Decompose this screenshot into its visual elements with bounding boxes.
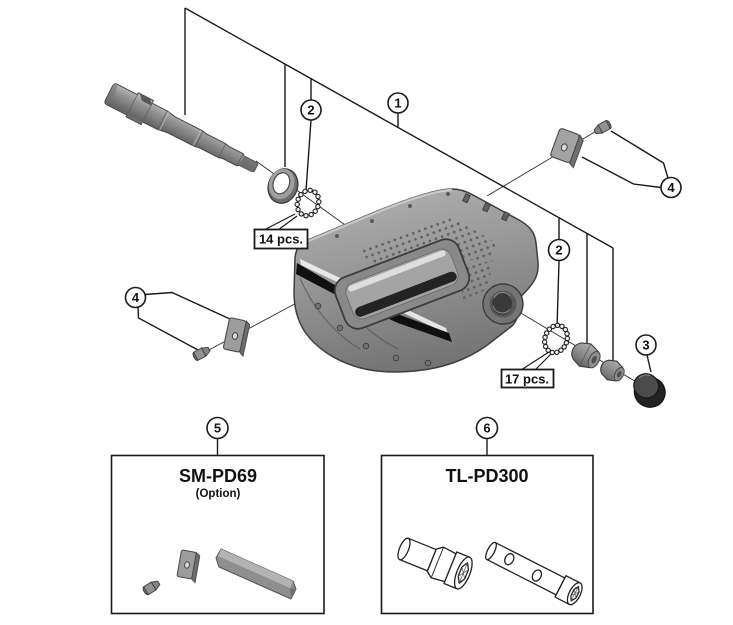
ball-retainer-right bbox=[541, 322, 571, 356]
cone-nut bbox=[571, 342, 601, 369]
leader-arms-callout-4-right bbox=[581, 130, 669, 189]
axle-ridge-highlights bbox=[159, 111, 202, 146]
boss-thread-arcs bbox=[492, 292, 511, 314]
svg-text:2: 2 bbox=[555, 243, 562, 258]
callout-4-reflector-right: 4 bbox=[660, 176, 682, 199]
pedal-edge-notches bbox=[461, 192, 510, 222]
callout-5-option-kit: 5 bbox=[206, 416, 229, 440]
balls-fill bbox=[295, 188, 321, 218]
leader-main-diagonal bbox=[184, 7, 614, 249]
axle-step-lines bbox=[125, 92, 244, 166]
svg-text:4: 4 bbox=[667, 180, 675, 195]
plate-hole bbox=[560, 143, 568, 152]
axle-thread-tip bbox=[240, 156, 258, 172]
cap-highlight bbox=[638, 374, 651, 379]
svg-text:1: 1 bbox=[394, 96, 401, 111]
qty-box-right bbox=[500, 368, 555, 389]
qty-text-left: 14 pcs. bbox=[259, 232, 303, 247]
svg-text:6: 6 bbox=[483, 421, 490, 436]
option-kit-subtitle: (Option) bbox=[196, 488, 241, 500]
tube-wrench-tool bbox=[485, 541, 583, 606]
reflector-mount-right bbox=[550, 119, 613, 169]
callout-4-reflector-left: 4 bbox=[124, 286, 147, 309]
callout-leader-lines bbox=[137, 7, 669, 455]
callout-1-axle-assembly: 1 bbox=[387, 92, 409, 114]
kit-reflector-plate bbox=[176, 549, 201, 584]
pedal-body bbox=[293, 188, 539, 373]
qty-box-left bbox=[253, 228, 309, 250]
svg-text:3: 3 bbox=[642, 338, 649, 353]
axle-boss bbox=[482, 283, 524, 325]
callout-2-retainer-left: 2 bbox=[300, 99, 322, 121]
callout-3-end-cap: 3 bbox=[635, 334, 657, 356]
ball-retainer-left bbox=[294, 187, 322, 219]
pedal-grip-dots-patch bbox=[462, 260, 494, 300]
reflector-mount-left bbox=[191, 317, 251, 362]
tommy-bar-hole-1 bbox=[504, 553, 515, 566]
boss-threaded-hole bbox=[492, 293, 512, 315]
qty-label-right-group: 17 pcs. bbox=[500, 351, 555, 389]
leader-stem-callout-3 bbox=[646, 354, 652, 373]
window-shadow-slit bbox=[355, 271, 457, 317]
reflector-plate-right bbox=[550, 128, 584, 169]
tool-kit-title: TL-PD300 bbox=[445, 466, 528, 486]
qty-pointer-left bbox=[263, 213, 298, 231]
option-kit-title: SM-PD69 bbox=[179, 466, 257, 486]
svg-text:4: 4 bbox=[132, 290, 140, 305]
axle-end-face bbox=[105, 84, 118, 105]
cone-nut-facet bbox=[579, 343, 592, 367]
axle-silhouette bbox=[104, 83, 259, 173]
cone-nut-hole bbox=[591, 355, 597, 364]
ring-hole bbox=[272, 172, 291, 195]
cap-face bbox=[633, 373, 660, 399]
qty-pointer-right bbox=[520, 351, 552, 371]
option-kit-box: SM-PD69 (Option) bbox=[110, 454, 325, 615]
qty-text-right: 17 pcs. bbox=[505, 372, 549, 387]
pedal-cage-studs bbox=[314, 302, 432, 367]
callout-balloons: 1 2 2 3 4 4 5 6 bbox=[124, 92, 682, 440]
leader-arms-callout-4-left bbox=[137, 291, 231, 351]
callout-2-retainer-right: 2 bbox=[547, 238, 571, 262]
lock-nut-hole bbox=[616, 371, 622, 378]
pedal-grip-dots-band bbox=[358, 216, 500, 268]
balls-fill bbox=[543, 323, 569, 355]
pedal-top-pin-holes bbox=[335, 192, 450, 238]
leader-vertical-retainer-right bbox=[556, 218, 560, 329]
window-highlight bbox=[348, 250, 446, 292]
option-kit-reflector-unit bbox=[141, 548, 297, 600]
pedal-axle bbox=[104, 83, 259, 173]
axle-wrench-flat bbox=[139, 94, 152, 106]
tommy-bar-hole-2 bbox=[531, 569, 543, 582]
end-cap bbox=[633, 373, 666, 408]
socket-adapter-tool bbox=[397, 537, 473, 590]
tool-kit-box: TL-PD300 bbox=[380, 454, 594, 615]
pedal-rim-highlight bbox=[307, 188, 453, 243]
svg-text:5: 5 bbox=[214, 421, 221, 436]
plate-hole bbox=[231, 332, 239, 340]
svg-text:2: 2 bbox=[307, 103, 314, 118]
leader-vertical-retainer-left bbox=[305, 78, 312, 192]
lock-nut bbox=[600, 359, 625, 382]
cone-seal-ring bbox=[267, 168, 299, 204]
pedal-center-window bbox=[333, 238, 471, 330]
callout-6-tool-kit: 6 bbox=[475, 416, 499, 440]
qty-label-left-group: 14 pcs. bbox=[253, 213, 309, 250]
pedal-gap-shadow bbox=[296, 263, 452, 342]
reflector-plate-left bbox=[222, 317, 251, 358]
kit-reflector-bar bbox=[215, 548, 297, 600]
